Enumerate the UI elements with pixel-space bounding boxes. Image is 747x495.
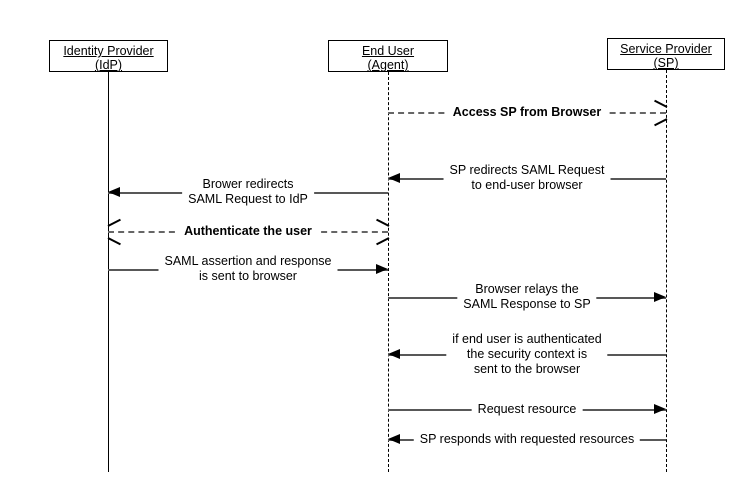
arrowhead-right-m8	[654, 403, 666, 414]
arrowhead-left-m2	[388, 172, 400, 183]
message-label-line: SAML Response to SP	[463, 297, 591, 311]
lifeline-enduser	[388, 72, 389, 472]
actor-abbrev-enduser: (Agent)	[367, 58, 409, 72]
lifeline-sp	[666, 70, 667, 472]
arrowhead-left-m7	[388, 348, 400, 359]
message-label-line: is sent to browser	[199, 269, 297, 283]
message-label-line: sent to the browser	[473, 361, 581, 376]
message-label-line: Browser relays the	[475, 282, 579, 296]
message-label-line: Request resource	[477, 401, 577, 416]
actor-name-sp: Service Provider	[620, 42, 712, 56]
actor-box-sp[interactable]: Service Provider(SP)	[607, 38, 725, 70]
message-m9[interactable]: SP responds with requested resources	[388, 429, 666, 449]
message-label-line: the security context is	[466, 346, 588, 361]
arrowhead-left-m4	[108, 225, 121, 238]
arrowhead-right-m6	[654, 291, 666, 302]
actor-name-enduser: End User	[361, 44, 415, 58]
actor-abbrev-sp: (SP)	[653, 56, 679, 70]
arrowhead-left-m3	[108, 186, 120, 197]
message-m1[interactable]: Access SP from Browser	[388, 102, 666, 122]
arrowhead-right-m1	[653, 106, 666, 119]
message-label-line: if end user is authenticated	[452, 331, 602, 346]
actor-box-idp[interactable]: Identity Provider(IdP)	[49, 40, 168, 72]
message-label-m9: SP responds with requested resources	[413, 431, 641, 447]
message-label-line: SAML assertion and response	[164, 254, 332, 268]
message-label-m1: Access SP from Browser	[446, 104, 608, 120]
message-label-line: to end-user browser	[471, 178, 583, 192]
lifeline-idp	[108, 72, 109, 472]
actor-box-enduser[interactable]: End User(Agent)	[328, 40, 448, 72]
actor-name-idp: Identity Provider	[63, 44, 154, 58]
message-label-line: Authenticate the user	[184, 223, 312, 238]
message-label-line: Access SP from Browser	[452, 104, 602, 119]
arrowhead-left-m9	[388, 433, 400, 444]
message-label-line: SP responds with requested resources	[419, 431, 635, 446]
message-label-line: SAML Request to IdP	[188, 192, 308, 206]
message-m8[interactable]: Request resource	[388, 399, 666, 419]
message-label-line: SP redirects SAML Request	[449, 163, 605, 177]
arrowhead-right-m4	[375, 225, 388, 238]
message-m4[interactable]: Authenticate the user	[108, 221, 388, 241]
message-label-m4: Authenticate the user	[178, 223, 318, 239]
message-label-m8: Request resource	[471, 401, 583, 417]
actor-abbrev-idp: (IdP)	[94, 58, 123, 72]
arrowhead-right-m5	[376, 263, 388, 274]
message-label-line: Brower redirects	[202, 177, 294, 191]
